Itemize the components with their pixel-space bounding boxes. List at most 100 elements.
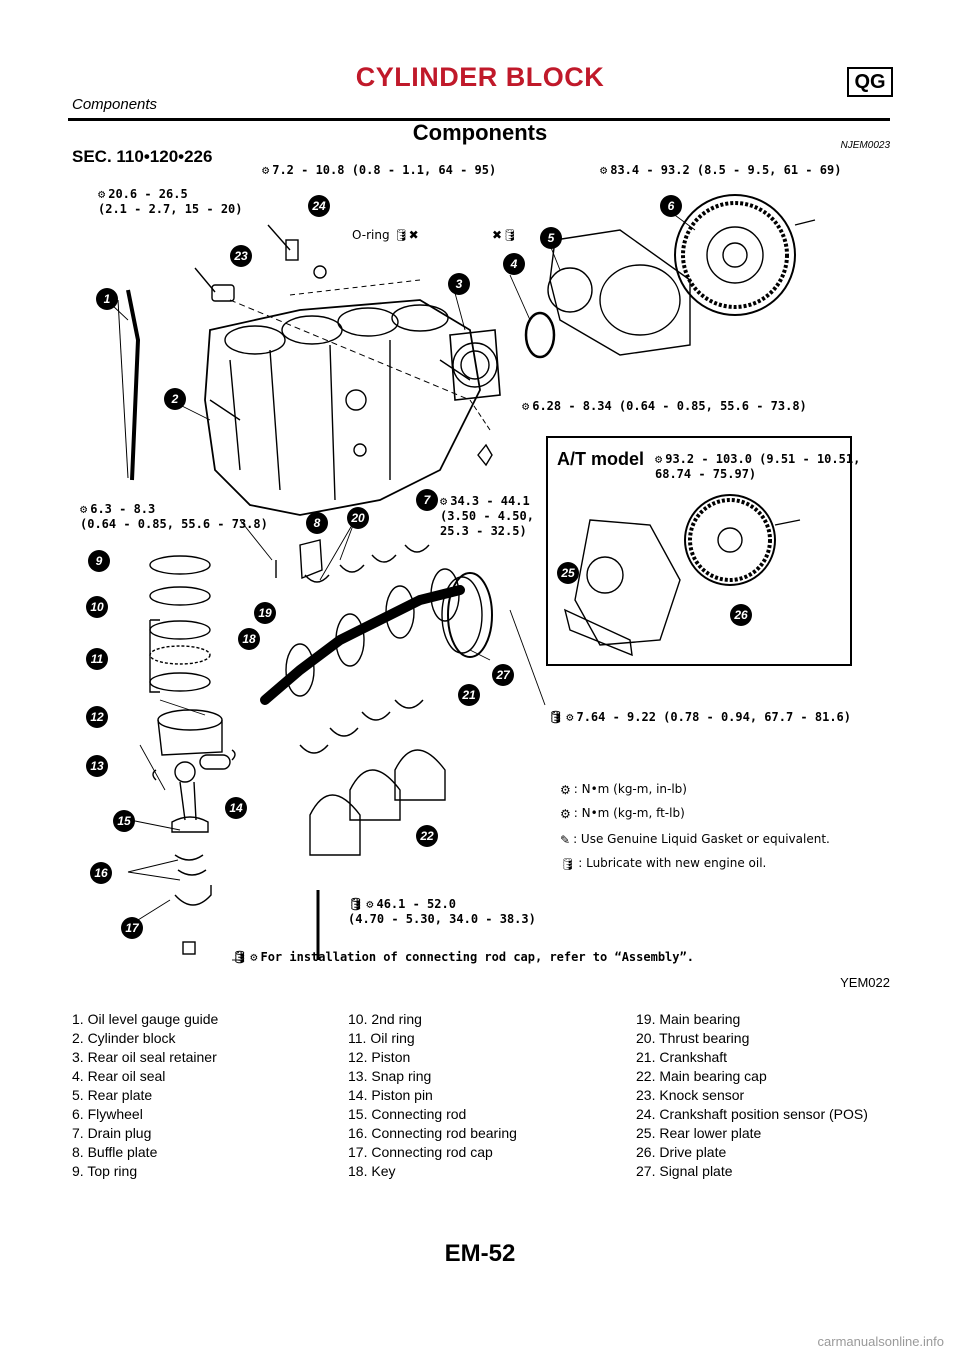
legend-engine-oil: 🛢: Lubricate with new engine oil. — [560, 856, 767, 871]
torque-spec-rear-seal-retainer: ⚙6.28 - 8.34 (0.64 - 0.85, 55.6 - 73.8) — [522, 399, 807, 413]
torque-spec-pos-sensor: ⚙7.2 - 10.8 (0.8 - 1.1, 64 - 95) — [262, 163, 497, 177]
callout-24: 24 — [308, 195, 330, 217]
flywheel-shape — [674, 194, 816, 316]
torque-spec-flywheel: ⚙83.4 - 93.2 (8.5 - 9.5, 61 - 69) — [600, 163, 842, 177]
callout-23: 23 — [230, 245, 252, 267]
torque-ftlb-icon: ⚙ — [655, 452, 663, 466]
torque-ftlb-icon: ⚙ — [440, 494, 448, 508]
parts-list-item: 3. Rear oil seal retainer — [72, 1049, 217, 1065]
figure-code: YEM022 — [840, 975, 890, 990]
parts-list-item: 6. Flywheel — [72, 1106, 143, 1122]
callout-12: 12 — [86, 706, 108, 728]
connecting-rod-shape — [171, 761, 209, 833]
torque-inlb-icon: ⚙ — [262, 163, 270, 177]
parts-list-item: 1. Oil level gauge guide — [72, 1011, 219, 1027]
parts-list-item: 7. Drain plug — [72, 1125, 152, 1141]
parts-list-item: 25. Rear lower plate — [636, 1125, 762, 1141]
callout-9: 9 — [88, 550, 110, 572]
replace-lube-marker: ✖🛢 — [492, 228, 517, 242]
page-header-title: CYLINDER BLOCK — [355, 62, 605, 92]
callout-10: 10 — [86, 596, 108, 618]
page-header-subtitle: Components — [72, 96, 158, 113]
oil-can-icon: 🛢 — [548, 710, 564, 724]
callout-15: 15 — [113, 810, 135, 832]
section-code: NJEM0023 — [840, 140, 890, 151]
at-model-label: A/T model — [557, 449, 645, 469]
parts-list-item: 9. Top ring — [72, 1163, 138, 1179]
torque-inlb-icon: ⚙ — [80, 502, 88, 516]
section-reference: SEC. 110•120•226 — [72, 147, 213, 166]
oil-gauge-guide-shape — [126, 289, 141, 481]
torque-inlb-icon: ⚙ — [522, 399, 530, 413]
callout-14: 14 — [225, 797, 247, 819]
callout-13: 13 — [86, 755, 108, 777]
at-model-inset — [546, 436, 852, 666]
torque-spec-oil-gauge-guide: ⚙6.3 - 8.3 (0.64 - 0.85, 55.6 - 73.8) — [80, 502, 268, 531]
parts-list-item: 2. Cylinder block — [72, 1030, 176, 1046]
callout-6: 6 — [660, 195, 682, 217]
oil-can-icon: 🛢 — [560, 856, 576, 871]
exploded-engine-diagram — [111, 194, 816, 961]
torque-ftlb-icon: ⚙ — [98, 187, 106, 201]
parts-list-item: 17. Connecting rod cap — [348, 1144, 493, 1160]
oil-can-icon: 🛢 — [393, 228, 409, 242]
torque-ftlb-icon: ⚙ — [600, 163, 608, 177]
parts-list-item: 27. Signal plate — [636, 1163, 733, 1179]
parts-list-item: 22. Main bearing cap — [636, 1068, 767, 1084]
watermark: carmanualsonline.info — [817, 1334, 944, 1349]
torque-spec-drive-plate: ⚙93.2 - 103.0 (9.51 - 10.51, 68.74 - 75.… — [655, 452, 861, 481]
callout-26: 26 — [730, 604, 752, 626]
piston-rings-shape — [149, 555, 211, 693]
parts-list-item: 23. Knock sensor — [636, 1087, 745, 1103]
callout-16: 16 — [90, 862, 112, 884]
oil-can-icon: 🛢 — [348, 897, 364, 911]
parts-list-item: 26. Drive plate — [636, 1144, 727, 1160]
parts-list-item: 5. Rear plate — [72, 1087, 153, 1103]
parts-list-item: 15. Connecting rod — [348, 1106, 467, 1122]
callout-8: 8 — [306, 512, 328, 534]
parts-list-item: 21. Crankshaft — [636, 1049, 728, 1065]
section-title: Components — [412, 120, 548, 145]
cylinder-block-shape — [204, 299, 481, 516]
oil-can-icon: 🛢 — [502, 228, 518, 242]
torque-spec-signal-plate: 🛢⚙7.64 - 9.22 (0.78 - 0.94, 67.7 - 81.6) — [548, 710, 852, 724]
model-badge: QG — [847, 67, 893, 97]
callout-19: 19 — [254, 602, 276, 624]
parts-list-item: 24. Crankshaft position sensor (POS) — [636, 1106, 868, 1122]
torque-ftlb-icon: ⚙ — [366, 897, 374, 911]
callout-18: 18 — [238, 628, 260, 650]
callout-7: 7 — [416, 489, 438, 511]
oil-can-icon: 🛢 — [232, 950, 248, 964]
torque-spec-drain-plug: ⚙34.3 - 44.1 (3.50 - 4.50, 25.3 - 32.5) — [440, 494, 534, 538]
callout-17: 17 — [121, 917, 143, 939]
liquid-gasket-icon: ✎ — [560, 832, 571, 847]
oring-label: O-ring 🛢✖ — [352, 228, 419, 242]
parts-list-item: 10. 2nd ring — [348, 1011, 422, 1027]
callout-22: 22 — [416, 825, 438, 847]
torque-inlb-icon: ⚙ — [566, 710, 574, 724]
parts-list-item: 4. Rear oil seal — [72, 1068, 166, 1084]
callout-27: 27 — [492, 664, 514, 686]
header-rule — [68, 118, 890, 121]
page-number: EM-52 — [444, 1240, 516, 1267]
parts-list-col-1: 1. Oil level gauge guide 2. Cylinder bloc… — [72, 1010, 218, 1181]
callout-20: 20 — [347, 507, 369, 529]
callout-3: 3 — [448, 273, 470, 295]
callout-25: 25 — [557, 562, 579, 584]
torque-spec-main-bearing-cap: 🛢⚙46.1 - 52.0 (4.70 - 5.30, 34.0 - 38.3) — [348, 897, 536, 926]
parts-list-item: 12. Piston — [348, 1049, 411, 1065]
piston-shape — [157, 709, 223, 756]
torque-spec-conrod-cap: 🛢⚙For installation of connecting rod cap… — [232, 950, 694, 964]
callout-5: 5 — [540, 227, 562, 249]
legend-liquid-gasket: ✎: Use Genuine Liquid Gasket or equivale… — [560, 832, 830, 847]
torque-inlb-icon: ⚙ — [560, 782, 571, 797]
torque-spec-knock-sensor: ⚙20.6 - 26.5 (2.1 - 2.7, 15 - 20) — [98, 187, 243, 216]
torque-ftlb-icon: ⚙ — [560, 806, 571, 821]
drive-plate-shape — [684, 494, 801, 586]
parts-list-item: 19. Main bearing — [636, 1011, 741, 1027]
callout-4: 4 — [503, 253, 525, 275]
parts-list-item: 18. Key — [348, 1163, 396, 1179]
replace-icon: ✖ — [408, 228, 419, 242]
